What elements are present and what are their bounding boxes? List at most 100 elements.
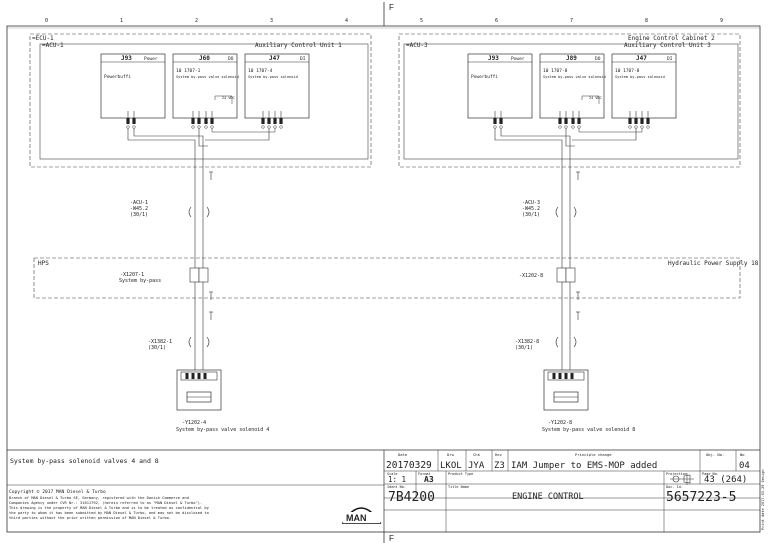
rev-date: 20170329 [386,460,432,471]
pin [634,118,638,124]
cable-sleeve [206,336,210,348]
column-marker: 0 [45,18,48,24]
module-j47-right: J47 DI 10 1707-8 System by-pass solenoid [611,53,677,119]
acu-1-border [39,43,369,160]
terminal-block [556,267,567,283]
lbl-title: Title Name [448,485,469,489]
connector-pin [197,373,201,379]
pin-terminal [558,125,562,129]
terminal-block [565,267,576,283]
right-cable-label: -ACU-3-W45.2(30/1) [522,200,540,218]
hdr-drw: Drw [447,452,455,457]
pin-terminal [132,125,136,129]
cabinet-2-label: Engine Control Cabinet 2 [628,35,715,42]
right-terminal-label: -X1202-8 [519,273,543,279]
module-id: J47 [269,55,280,62]
module-id: J93 [488,55,499,62]
copyright-line-3: This drawing is the property of MAN Dies… [9,506,210,510]
wire [198,128,208,147]
pin-terminal [279,125,283,129]
copyright-title: Copyright © 2017 MAN Diesel & Turbo [9,489,106,495]
pin [564,118,568,124]
man-logo-text: MAN [346,513,367,523]
hdr-rev: Rev [495,452,503,457]
pin [279,118,283,124]
title-block [7,449,760,532]
lbl-product: Product Type [448,472,473,476]
right-component-label: -Y1202-8 [548,420,572,426]
pin [273,118,277,124]
hps-label: HPS [38,260,49,267]
rev-chk: JYA [468,461,485,471]
pin [210,118,214,124]
module-tag: Power [144,56,158,62]
module-id: J89 [566,55,577,62]
pin-terminal [197,125,201,129]
module-j89-right: J89 DO 10 1707-8 System by-pass valve so… [539,53,606,119]
acu-3-title: Auxiliary Control Unit 3 [624,42,711,49]
rev-change: IAM Jumper to EMS-MOP added [511,461,657,471]
cable-sleeve [555,336,559,348]
left-x-label: -X1382-1(30/1) [148,339,172,351]
connector-pin [185,373,189,379]
module-text: 10 1707-8 [615,68,640,74]
cable-sleeve [573,336,577,348]
copyright-line-1: Branch of MAN Diesel & Turbo SE, Germany… [9,496,189,500]
hdr-obj: Obj. No. [706,452,724,457]
pin-terminal [210,125,214,129]
copyright-line-4: the party to whom it has been submitted … [9,511,209,515]
doc-id: 5657223-5 [666,490,736,505]
cable-sleeve [555,206,559,218]
module-tag: Power [511,56,525,62]
column-marker: 8 [645,18,648,24]
module-text: Powerbuffi [471,74,498,80]
module-id: J93 [121,55,132,62]
column-marker: 2 [195,18,198,24]
hdr-change: Principle change [575,452,612,457]
cable-sleeve [206,206,210,218]
copyright-line-5: third parties without the prior written … [9,516,171,520]
column-marker: 7 [570,18,573,24]
module-desc: System by-pass solenoid [248,75,298,79]
copyright-line-2: Companies Agency under CVR Nr.: 31611792… [9,501,202,505]
pin [126,118,130,124]
sheet-no: 04 [739,461,750,471]
module-text: 10 1707-8 [543,68,568,74]
connector-pin [558,373,562,379]
rev-rev: Z3 [494,461,505,471]
projection-icon [670,473,694,485]
pin-terminal [577,125,581,129]
lbl-docid: Doc. Id. [666,485,683,489]
wiring [127,128,643,411]
right-x-label: -X1382-8(30/1) [515,339,539,351]
cable-sleeve [573,206,577,218]
man-logo: MAN [341,507,382,524]
left-hps-side-label: System by-pass [119,278,161,284]
module-id: J47 [636,55,647,62]
column-marker: 1 [120,18,123,24]
pin-terminal [191,125,195,129]
pin-terminal [204,125,208,129]
pin [571,118,575,124]
left-component-desc: System by-pass valve solenoid 4 [176,427,269,433]
column-marker: 5 [420,18,423,24]
module-id: J60 [199,55,210,62]
lbl-ident: Ident No. [387,485,406,489]
lbl-page: Page No. [702,472,719,476]
side-print-text: Print date 2017-03-29 Design [761,469,765,530]
pin [204,118,208,124]
lbl-projection: Projection [666,472,687,476]
module-desc: System by-pass valve solenoid [543,75,606,79]
wire [127,128,196,370]
acu-1-title: Auxiliary Control Unit 1 [255,42,342,49]
right-module-pins [493,111,650,129]
wire [500,128,571,370]
wire [494,128,563,370]
pin [493,118,497,124]
terminal-block [198,267,209,283]
module-j93-right: J93 Power Powerbuffi [467,53,533,119]
column-marker: 6 [495,18,498,24]
pin-terminal [126,125,130,129]
pin-terminal [493,125,497,129]
